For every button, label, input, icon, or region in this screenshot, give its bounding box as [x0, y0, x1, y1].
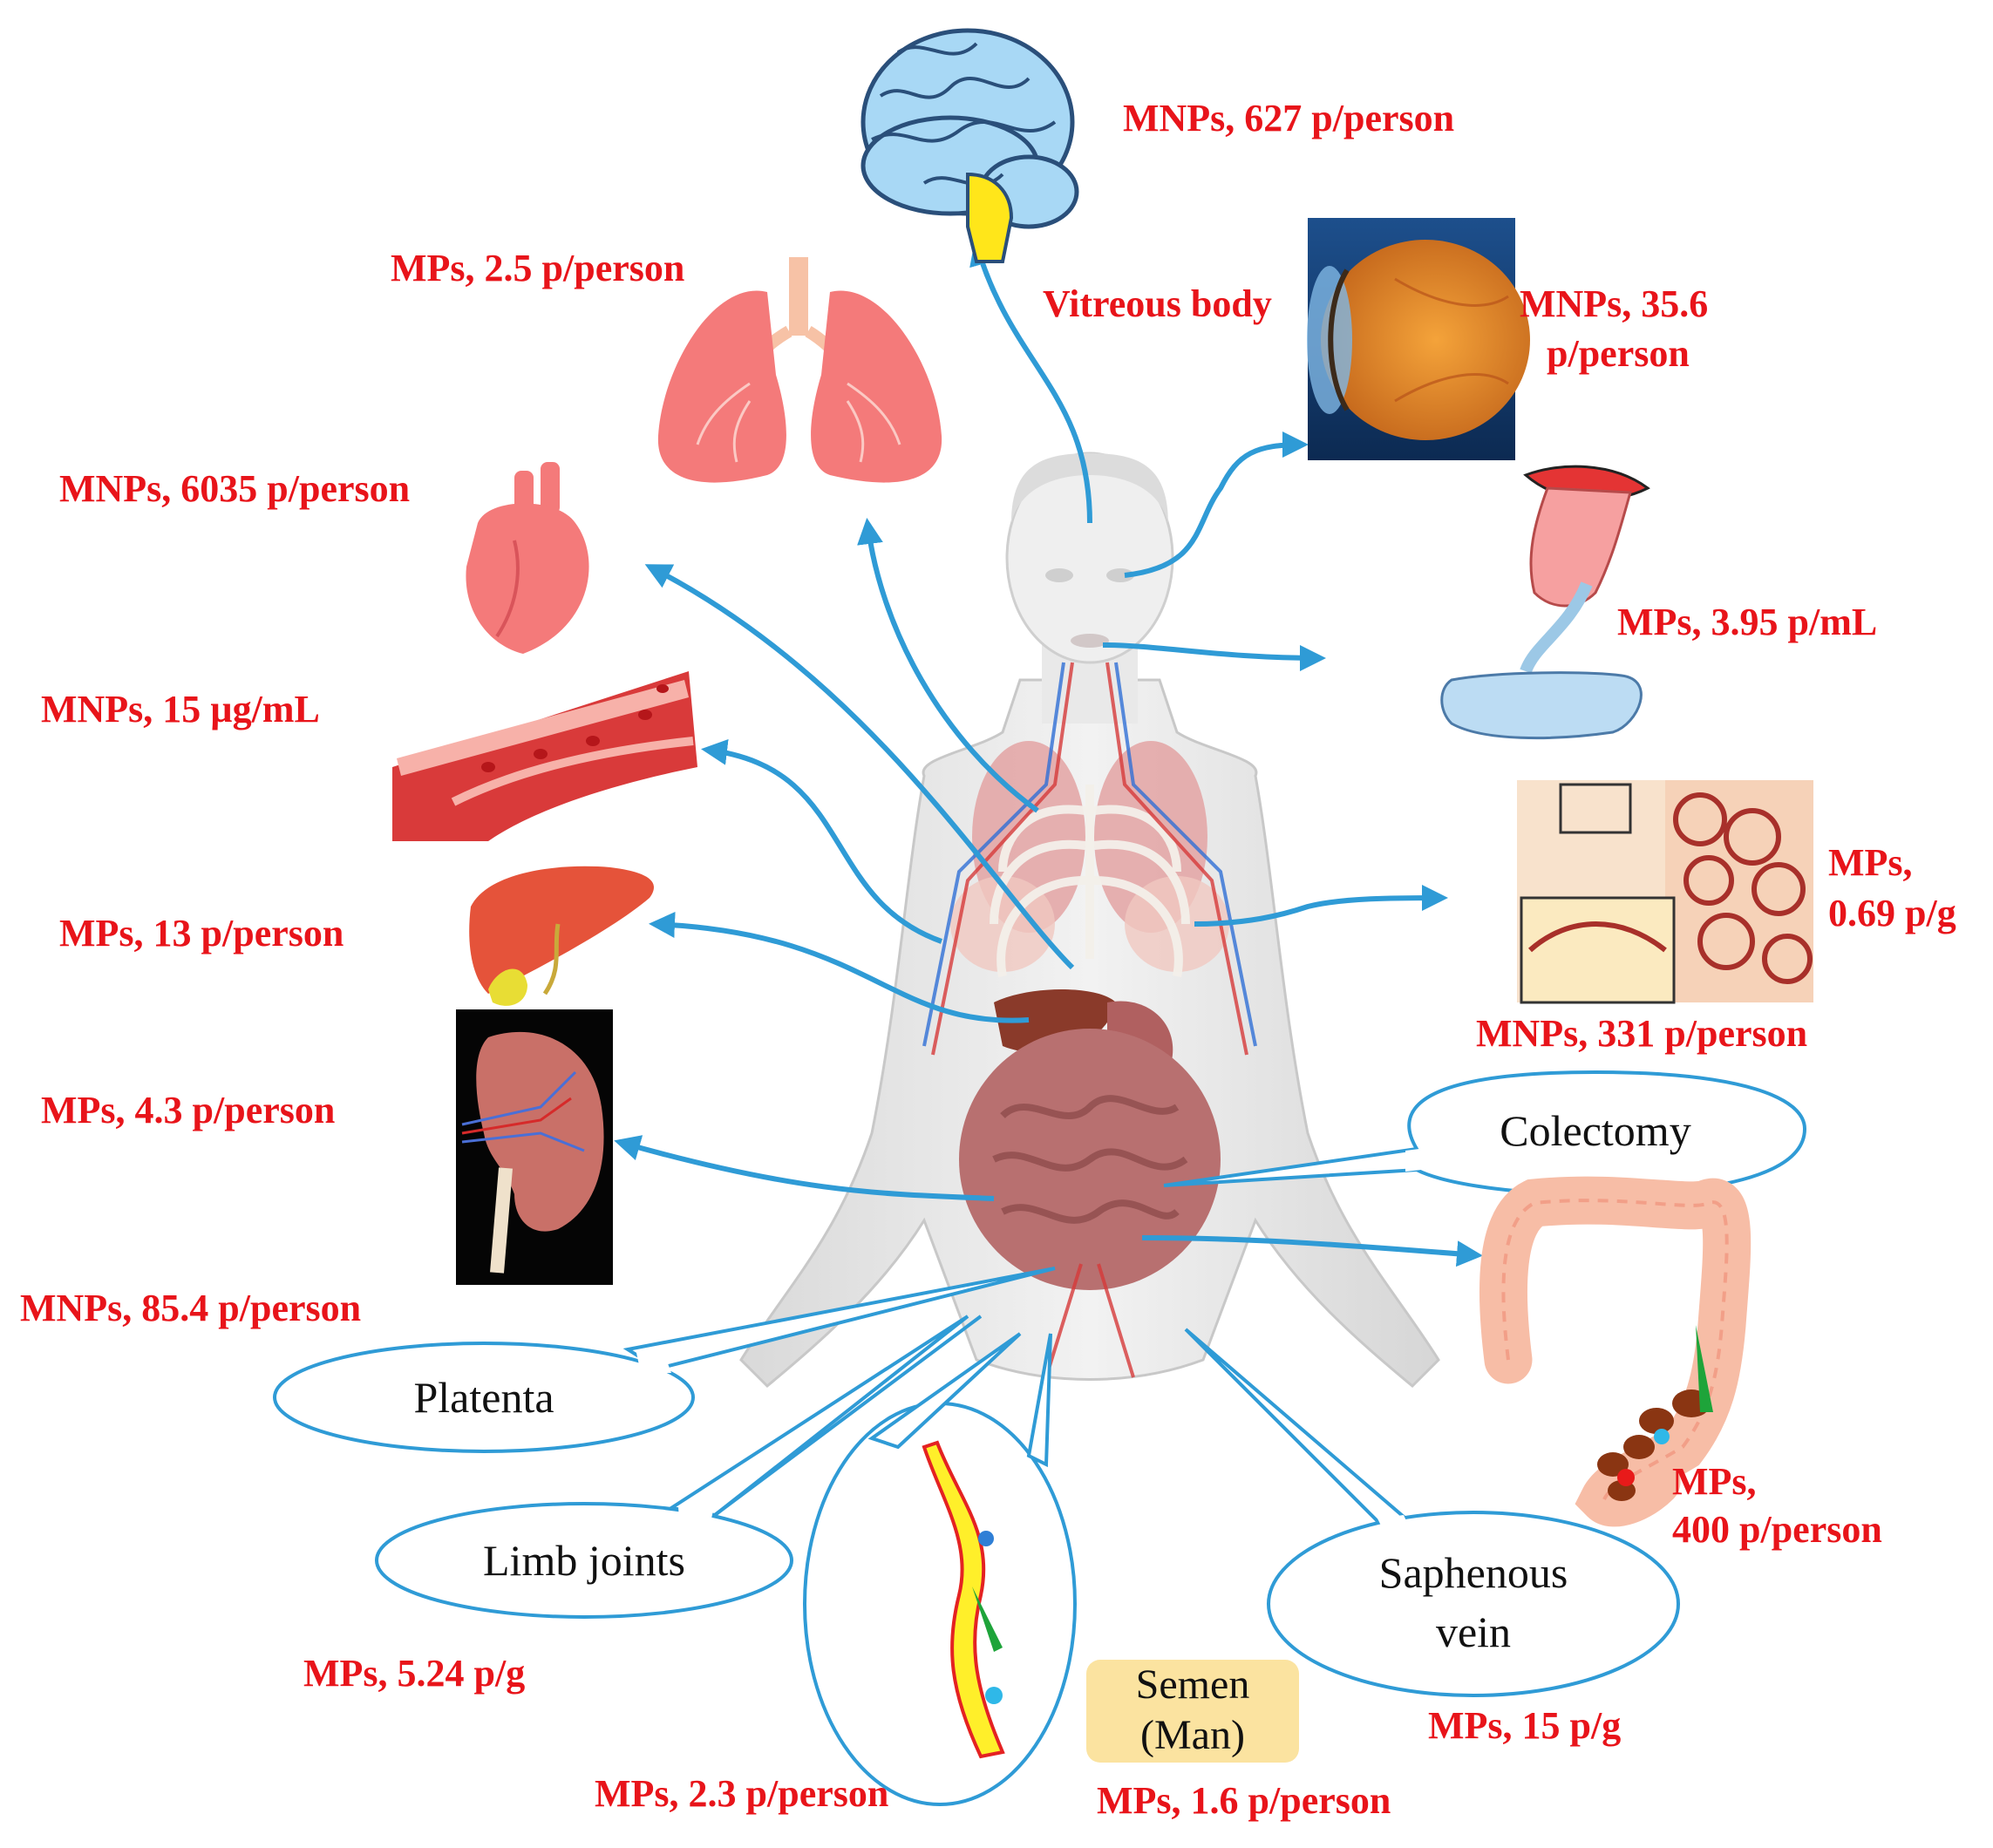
callout-joins	[636, 1149, 1421, 1536]
arrow-saliva	[1102, 642, 1326, 671]
kidney-label: MPs, 4.3 p/person	[41, 1089, 336, 1131]
colon-icon	[1479, 1176, 1752, 1527]
arrow-eye	[1124, 431, 1309, 578]
semen-callout: Semen (Man)	[1086, 1660, 1299, 1763]
colon-label-line1: MPs,	[1672, 1460, 1757, 1503]
arrow-breast	[1194, 885, 1448, 927]
saphenous-callout-line1: Saphenous	[1378, 1548, 1568, 1597]
lungs-label: MPs, 2.5 p/person	[391, 247, 685, 289]
arrow-brain	[969, 239, 1092, 524]
human-body-icon	[739, 452, 1440, 1389]
heart-label: MNPs, 6035 p/person	[59, 467, 411, 510]
joints-label: MPs, 5.24 p/g	[303, 1652, 526, 1695]
arrow-blood	[701, 738, 943, 944]
blood-vessel-icon	[392, 671, 697, 841]
vessel-label: MPs, 2.3 p/person	[595, 1772, 889, 1815]
eye-label-line1: MNPs, 35.6	[1520, 282, 1709, 325]
arrow-kidney	[614, 1135, 995, 1201]
brain-label: MNPs, 627 p/person	[1123, 97, 1455, 139]
placenta-label: MNPs, 85.4 p/person	[20, 1287, 362, 1329]
breast-tissue-icon	[1517, 780, 1813, 1004]
milk-label-line1: MPs,	[1828, 841, 1913, 884]
saliva-label: MPs, 3.95 p/mL	[1617, 601, 1878, 643]
platenta-callout: Platenta	[413, 1373, 554, 1422]
eye-label-line2: p/person	[1547, 332, 1690, 375]
arrow-liver	[649, 911, 1030, 1023]
vitreous-label: Vitreous body	[1043, 282, 1272, 325]
kidney-icon	[456, 1009, 613, 1285]
heart-icon	[466, 462, 589, 654]
brain-icon	[860, 28, 1079, 263]
tongue-icon	[1440, 465, 1650, 740]
limb-joints-callout: Limb joints	[483, 1536, 685, 1585]
arrows	[614, 239, 1483, 1267]
saphenous-value-label: MPs, 15 p/g	[1428, 1704, 1622, 1747]
colectomy-callout: Colectomy	[1500, 1106, 1691, 1155]
vessel-icon	[922, 1440, 1005, 1759]
colon-label-line2: 400 p/person	[1672, 1508, 1882, 1551]
milk-label-line2: 0.69 p/g	[1828, 892, 1956, 934]
blood-label: MNPs, 15 µg/mL	[41, 688, 320, 730]
arrow-colon	[1141, 1235, 1483, 1267]
liver-label: MPs, 13 p/person	[59, 912, 344, 955]
liver-icon	[469, 866, 654, 1006]
arrow-heart	[644, 564, 1075, 970]
saphenous-callout-line2: vein	[1435, 1607, 1512, 1656]
semen-callout-line1: Semen	[1135, 1661, 1250, 1708]
eye-icon	[1307, 218, 1530, 460]
semen-callout-line2: (Man)	[1140, 1712, 1245, 1758]
semen-value-label: MPs, 1.6 p/person	[1097, 1779, 1391, 1822]
breast-label: MNPs, 331 p/person	[1476, 1012, 1808, 1055]
arrow-lungs	[857, 518, 1039, 813]
lungs-icon	[657, 257, 942, 483]
